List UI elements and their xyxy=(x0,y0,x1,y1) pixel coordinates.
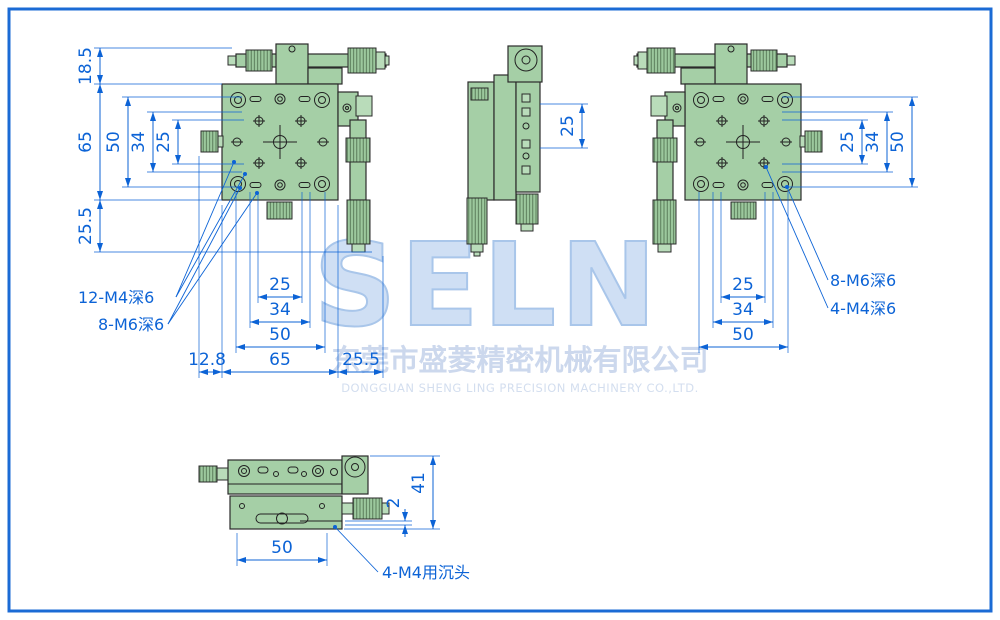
front-right-horizontal-dimensions: 25 34 50 xyxy=(698,192,789,353)
dim-text-18-5: 18.5 xyxy=(76,47,96,85)
side-view-dimension: 25 xyxy=(540,103,588,149)
dim-text-b50: 50 xyxy=(271,538,293,558)
dim-text-12-8: 12.8 xyxy=(188,350,226,370)
watermark-company-cn: 东莞市盛菱精密机械有限公司 xyxy=(331,343,708,377)
bottom-lower-plate xyxy=(229,495,343,530)
front-left-horizontal-dimensions: 25 34 50 65 12.8 25.5 xyxy=(188,156,384,378)
x-axis-micrometer xyxy=(227,43,390,85)
callout-r-4-m4: 4-M4深6 xyxy=(830,299,896,318)
dim-text-r34-h: 34 xyxy=(732,300,754,320)
dim-text-r25-v: 25 xyxy=(838,131,858,153)
front-view-right xyxy=(633,43,823,253)
front-right-hole-callouts: 8-M6深6 4-M4深6 xyxy=(764,165,896,318)
dim-text-34-v: 34 xyxy=(129,131,149,153)
dim-text-side-25: 25 xyxy=(558,115,578,137)
clamp-knob-left xyxy=(200,130,224,153)
dim-text-50-h: 50 xyxy=(269,325,291,345)
bottom-bracket xyxy=(341,455,369,495)
y-axis-micrometer-right xyxy=(650,91,686,253)
front-left-hole-callouts: 12-M4深6 8-M6深6 xyxy=(78,160,259,334)
callout-r-8-m6: 8-M6深6 xyxy=(830,271,896,290)
callout-4-m4-countersink: 4-M4用沉头 xyxy=(382,563,470,582)
dim-text-25-v: 25 xyxy=(154,131,174,153)
fine-adjust-knob-bottom xyxy=(266,201,293,220)
watermark-company-en: DONGGUAN SHENG LING PRECISION MACHINERY … xyxy=(341,381,699,395)
front-right-vertical-dimensions: 25 34 50 xyxy=(782,96,918,188)
dim-text-50-v: 50 xyxy=(104,131,124,153)
page-border xyxy=(7,7,993,613)
dim-text-r50-v: 50 xyxy=(888,131,908,153)
bottom-view xyxy=(198,455,390,530)
y-axis-micrometer xyxy=(337,91,373,253)
callout-12-m4: 12-M4深6 xyxy=(78,288,154,307)
dim-text-r34-v: 34 xyxy=(863,131,883,153)
side-knob-left xyxy=(466,197,488,257)
dim-text-25-5-v: 25.5 xyxy=(76,207,96,245)
bottom-view-dimensions: 41 2 50 4-M4用沉头 xyxy=(236,455,470,582)
x-axis-micrometer-right xyxy=(633,43,796,85)
callout-8-m6: 8-M6深6 xyxy=(98,315,164,334)
dim-text-41: 41 xyxy=(409,472,429,494)
dim-text-2: 2 xyxy=(384,498,404,509)
fine-adjust-knob-bottom-right xyxy=(730,201,757,220)
dim-text-25-h: 25 xyxy=(269,275,291,295)
clamp-knob-right xyxy=(799,130,823,153)
dim-text-34-h: 34 xyxy=(269,300,291,320)
bottom-micrometer-knob xyxy=(341,497,390,520)
dim-text-25-5-h: 25.5 xyxy=(342,350,380,370)
dim-text-65-h: 65 xyxy=(269,350,291,370)
dim-text-r50-h: 50 xyxy=(732,325,754,345)
bottom-upper-plate xyxy=(227,459,343,495)
side-knob-mid xyxy=(515,193,539,232)
bottom-clamp-knob xyxy=(198,465,230,483)
front-left-vertical-dimensions: 18.5 65 25.5 50 34 25 xyxy=(76,47,372,253)
dim-text-r25-h: 25 xyxy=(732,275,754,295)
front-view-left xyxy=(200,43,390,253)
side-view xyxy=(466,45,543,257)
dim-text-65-v: 65 xyxy=(76,131,96,153)
